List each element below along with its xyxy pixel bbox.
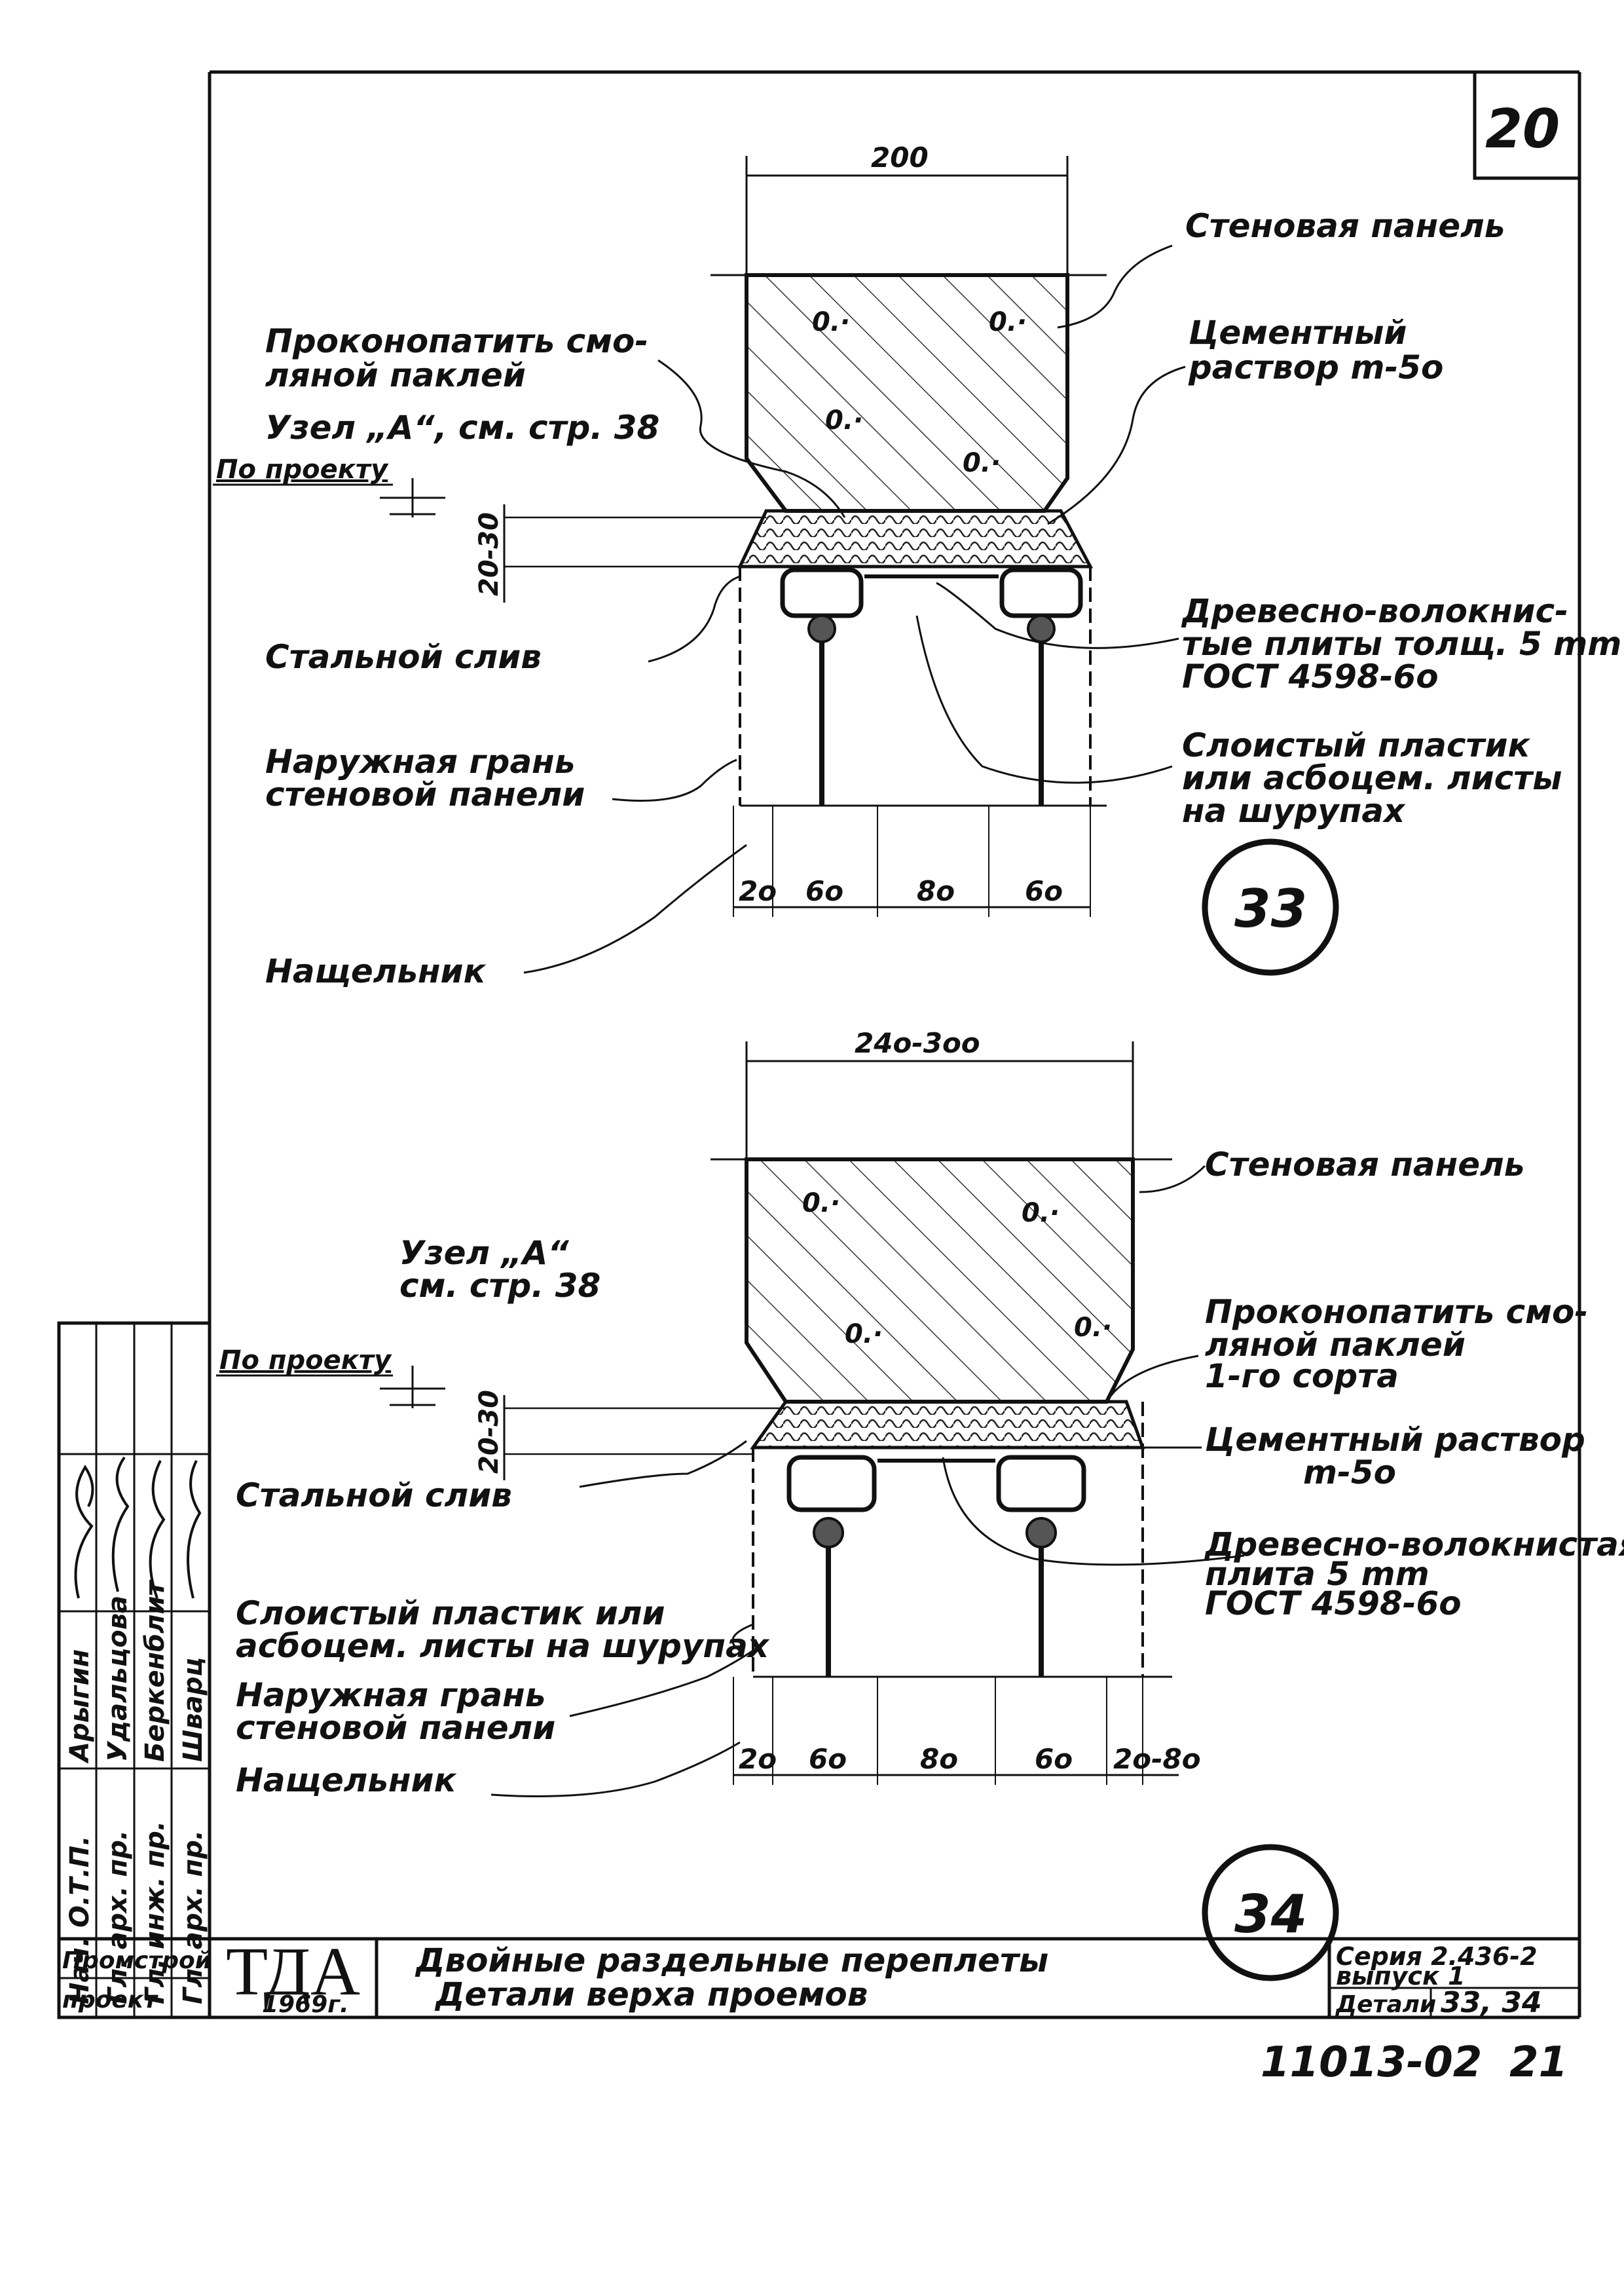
sig-role-4: Гл. арх. пр. [178,1830,208,2004]
dim-33-d: 6о [1025,875,1063,907]
archive-number: 11013-02 21 [1261,2038,1568,2087]
label-steel-33: Стальной слив [265,638,542,676]
label-laminate-34-2: асбоцем. листы на шурупах [236,1627,770,1665]
page-number: 20 [1485,98,1560,160]
title-line-2: Детали верха проемов [434,1975,868,2013]
org-line-2: проект [62,1987,158,2013]
label-fiber-33-2: тые плиты толщ. 5 mm [1182,625,1621,663]
label-laminate-33-1: Слоистый пластик [1182,726,1531,764]
bottom-number: 11013-02 [1261,2038,1482,2087]
signature-scribble-1 [74,1465,94,1599]
label-laminate-34-1: Слоистый пластик или [236,1594,665,1632]
label-mortar-34-2: m-5о [1303,1453,1396,1491]
svg-text:0.·: 0.· [812,307,850,337]
label-fiber-33-3: ГОСТ 4598-6о [1182,658,1439,696]
dim-33-a: 2о [739,875,777,907]
detail-34: 24о-3оо 0.· 0.· 0.· 0.· 2о 6о 8о 6о 2о-8… [216,1027,1624,1981]
detail-number-34: 34 [1234,1884,1307,1945]
sig-role-1: Нач. О.Т.П. [65,1836,95,2004]
dim-33-b: 6о [805,875,843,907]
detail-number-33: 33 [1234,878,1307,939]
label-caulk-34-3: 1-го сорта [1205,1357,1399,1395]
sig-name-3: Беркенблит [140,1579,170,1762]
signature-strip: Нач. О.Т.П. Гл. арх. пр. Гл. инж. пр. Гл… [57,1321,212,2019]
label-caulk-34-1: Проконопатить смо- [1205,1293,1588,1331]
sig-role-3: Гл. инж. пр. [140,1821,170,2004]
label-node-34-2: см. стр. 38 [399,1267,600,1305]
detail-33: 200 0.· 0.· 0.· 0.· 2о 6о 8о 6о [213,141,1621,990]
sig-name-4: Шварц [178,1657,208,1762]
sig-name-1: Арыгин [65,1649,95,1764]
signature-scribble-4 [187,1460,202,1599]
logo-tda: ТДА [226,1933,360,2010]
dim-34-e: 2о-8о [1113,1743,1201,1775]
dim-34-b: 6о [809,1743,847,1775]
year: 1969г. [262,1991,349,2018]
label-fiber-33-1: Древесно-волокнис- [1181,592,1568,630]
label-node-33: Узел „А“, см. стр. 38 [265,409,659,447]
label-outer-34-1: Наружная грань [236,1676,545,1714]
label-fiber-34-2: плита 5 mm [1205,1555,1430,1593]
level-34: По проекту [219,1345,392,1375]
dim-34-a: 2о [739,1743,777,1775]
svg-text:0.·: 0.· [989,307,1027,337]
label-fiber-34-3: ГОСТ 4598-6о [1205,1584,1462,1622]
page-number-box: 20 [1473,72,1579,180]
signature-scribble-3 [149,1460,166,1599]
label-mortar-33-2: раствор m-5о [1188,348,1443,386]
level-33: По проекту [216,455,389,485]
sig-name-2: Удальцова [103,1596,133,1762]
label-caulk-34-2: ляной паклей [1205,1326,1466,1364]
label-node-34-1: Узел „А“ [399,1234,569,1272]
label-steel-34: Стальной слив [236,1476,512,1514]
label-mortar-34-1: Цементный раствор [1205,1421,1585,1459]
label-caulk-33-2: ляной паклей [265,356,526,394]
svg-text:0.·: 0.· [1022,1198,1060,1228]
dim-34-d: 6о [1035,1743,1073,1775]
bottom-page: 21 [1509,2038,1568,2087]
label-cover-33: Нащельник [265,952,487,990]
label-wall-panel-33: Стеновая панель [1185,207,1505,245]
label-laminate-33-3: на шурупах [1182,792,1406,830]
title-block: Промстрой проект ТДА 1969г. Двойные разд… [59,1933,1579,2019]
dim-gap-34: 20-30 [474,1390,504,1474]
label-laminate-33-2: или асбоцем. листы [1182,759,1562,797]
sig-role-2: Гл. арх. пр. [103,1830,133,2004]
label-outer-33-1: Наружная грань [265,743,575,781]
dim-34-c: 8о [920,1743,958,1775]
signature-scribble-2 [111,1456,130,1592]
label-mortar-33-1: Цементный [1189,314,1407,352]
dim-33-c: 8о [917,875,955,907]
svg-text:0.·: 0.· [963,448,1001,478]
dim-gap-33: 20-30 [474,512,504,596]
label-fiber-34-1: Древесно-волокнистая [1204,1525,1624,1563]
details-value: 33, 34 [1441,1986,1542,2019]
svg-text:0.·: 0.· [1074,1313,1112,1343]
label-outer-34-2: стеновой панели [236,1709,555,1747]
svg-text:0.·: 0.· [845,1319,883,1349]
label-caulk-33-1: Проконопатить смо- [265,322,648,360]
svg-text:0.·: 0.· [802,1188,840,1218]
details-label: Детали [1335,1991,1436,2018]
title-line-1: Двойные раздельные переплеты [415,1941,1048,1979]
label-outer-33-2: стеновой панели [265,776,585,814]
dim-top-34: 24о-3оо [855,1027,980,1059]
label-wall-panel-34: Стеновая панель [1205,1146,1524,1184]
dim-top-33: 200 [871,141,929,174]
series-line-2: выпуск 1 [1336,1962,1465,1991]
label-cover-34: Нащельник [236,1761,457,1799]
svg-text:0.·: 0.· [825,405,863,436]
series-line-1: Серия 2.436-2 [1336,1942,1538,1971]
org-line-1: Промстрой [62,1947,212,1974]
